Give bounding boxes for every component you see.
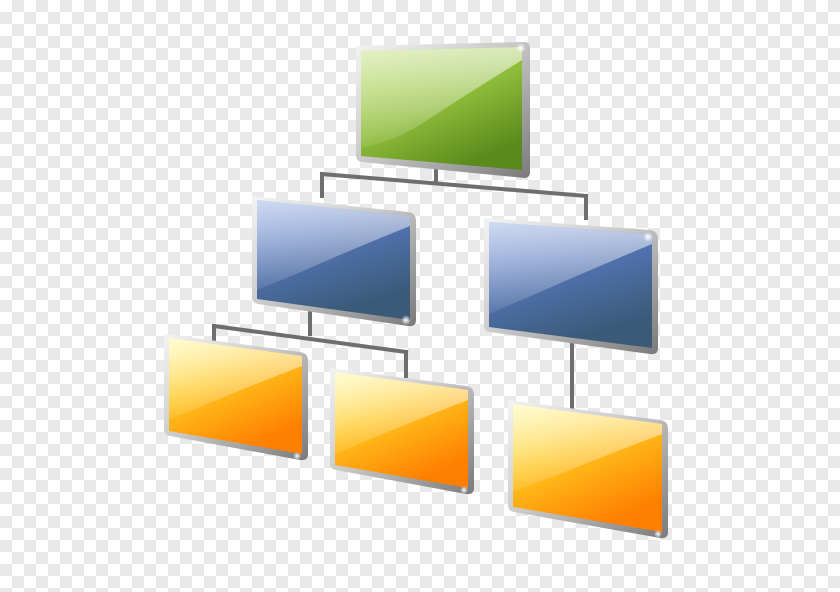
node-manager-right <box>484 218 658 355</box>
node-manager-left-shine <box>257 200 410 290</box>
node-manager-left-glint <box>401 315 411 325</box>
node-staff-2-glint <box>460 486 468 494</box>
node-staff-1 <box>164 334 308 461</box>
node-staff-3-shine <box>513 404 662 492</box>
node-manager-left <box>252 196 416 327</box>
node-root-glint <box>516 43 526 53</box>
node-root <box>356 42 530 178</box>
node-staff-2 <box>330 368 474 495</box>
node-root-shine <box>361 47 522 148</box>
connector-lines <box>211 168 589 412</box>
node-staff-3 <box>508 400 668 539</box>
node-staff-1-shine <box>169 338 302 420</box>
node-manager-right-glint <box>643 232 653 242</box>
node-staff-3-glint <box>654 530 662 538</box>
connector-root-branch <box>319 171 589 199</box>
connector-manager-left-branch <box>211 323 409 355</box>
node-staff-1-glint <box>293 452 301 460</box>
node-staff-2-shine <box>335 372 468 454</box>
node-manager-right-shine <box>489 222 652 314</box>
